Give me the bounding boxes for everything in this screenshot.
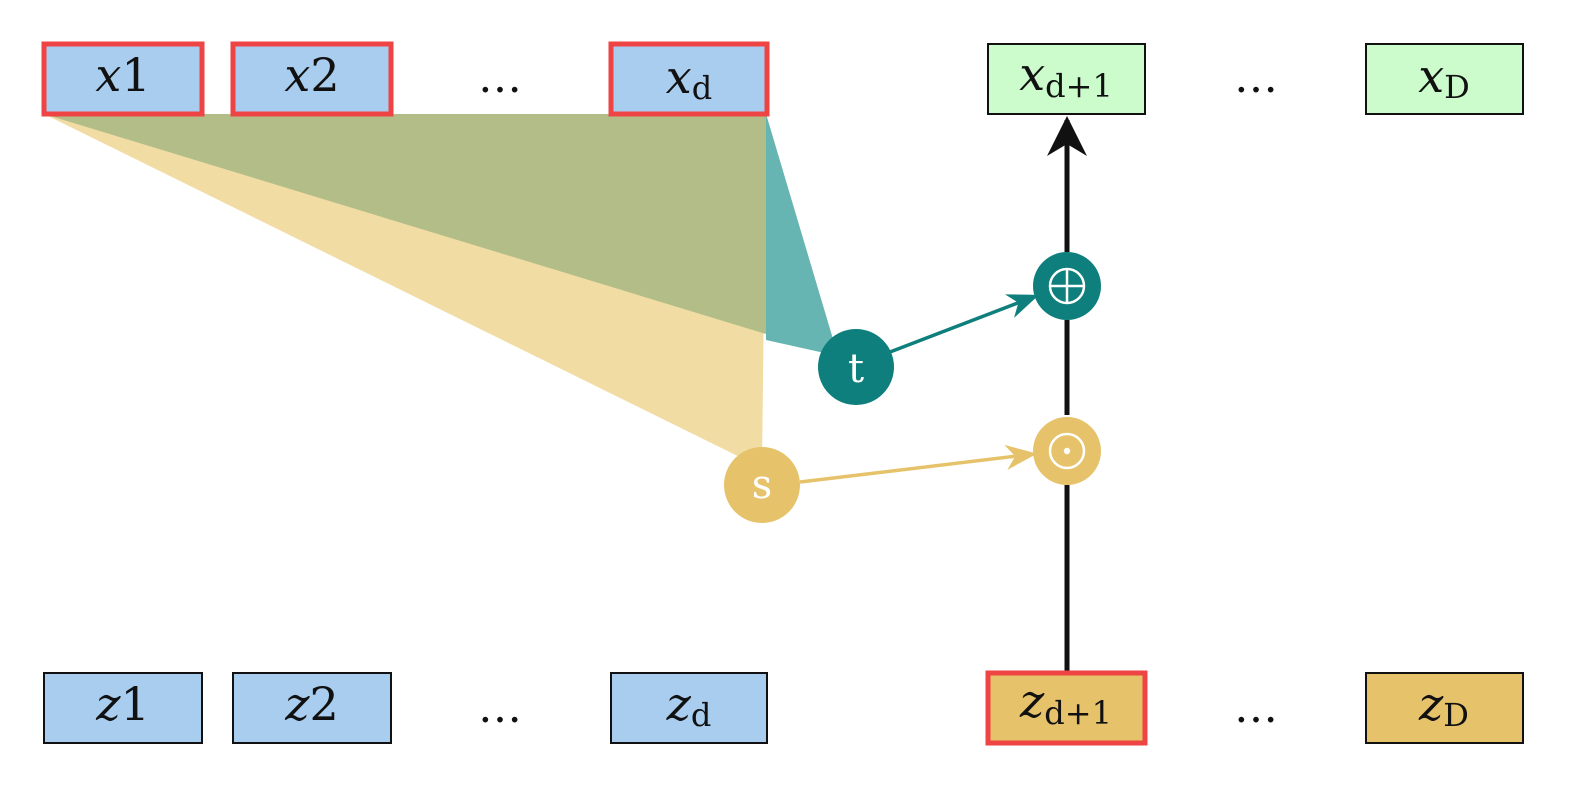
zD-base: z: [1418, 677, 1444, 731]
xD-box: xD: [1365, 43, 1524, 115]
xd1-base: x: [1019, 47, 1045, 101]
svg-text:zd: zd: [666, 677, 712, 734]
svg-text:zd+1: zd+1: [1019, 674, 1112, 732]
zd-subscript: d: [691, 696, 711, 734]
xd-subscript: d: [692, 69, 712, 107]
bottom-ellipsis-right: …: [1234, 682, 1278, 733]
x1-base: x: [95, 48, 121, 102]
z2-index: 2: [309, 677, 338, 731]
zd1-box: zd+1: [985, 670, 1148, 746]
xd-box: xd: [608, 41, 770, 117]
s-node: s: [724, 447, 800, 523]
t-node: t: [818, 329, 894, 405]
t-input-region-edge: [766, 114, 838, 356]
s-node-label: s: [752, 462, 773, 508]
z1-base: z: [95, 677, 121, 731]
xD-subscript: D: [1444, 68, 1470, 106]
bottom-ellipsis-left: …: [478, 682, 522, 733]
svg-text:zD: zD: [1418, 677, 1469, 734]
top-ellipsis-right: …: [1234, 52, 1278, 103]
zd1-subscript: d+1: [1044, 694, 1112, 732]
circled-plus-icon: [1048, 267, 1086, 305]
z2-box: z2: [232, 672, 392, 744]
svg-text:x1: x1: [95, 48, 150, 102]
xd-base: x: [666, 50, 692, 104]
x1-box: x1: [41, 41, 205, 117]
s-to-mul-arrow: [799, 444, 1038, 484]
svg-text:x2: x2: [284, 48, 339, 102]
zD-subscript: D: [1443, 696, 1469, 734]
circled-dot-icon: [1048, 432, 1086, 470]
add-node: [1033, 252, 1101, 320]
zd-base: z: [666, 677, 692, 731]
xd1-box: xd+1: [987, 43, 1146, 115]
x1-index: 1: [121, 48, 150, 102]
x2-base: x: [284, 48, 310, 102]
svg-text:z2: z2: [284, 677, 339, 731]
svg-text:z1: z1: [95, 677, 150, 731]
mul-node: [1033, 417, 1101, 485]
x2-box: x2: [230, 41, 394, 117]
top-ellipsis-left: …: [478, 52, 522, 103]
z2-base: z: [284, 677, 310, 731]
zD-box: zD: [1365, 672, 1524, 744]
t-to-add-arrow: [889, 294, 1039, 354]
svg-text:xd: xd: [666, 50, 712, 107]
xD-base: x: [1418, 49, 1444, 103]
x2-index: 2: [310, 48, 339, 102]
zd-box: zd: [610, 672, 768, 744]
svg-text:xd+1: xd+1: [1019, 47, 1113, 105]
zd1-base: z: [1019, 674, 1045, 728]
z1-index: 1: [120, 677, 149, 731]
t-node-label: t: [848, 346, 864, 392]
t-input-region: [44, 114, 838, 356]
svg-text:xD: xD: [1418, 49, 1470, 106]
z1-box: z1: [43, 672, 203, 744]
xd1-subscript: d+1: [1045, 67, 1113, 105]
